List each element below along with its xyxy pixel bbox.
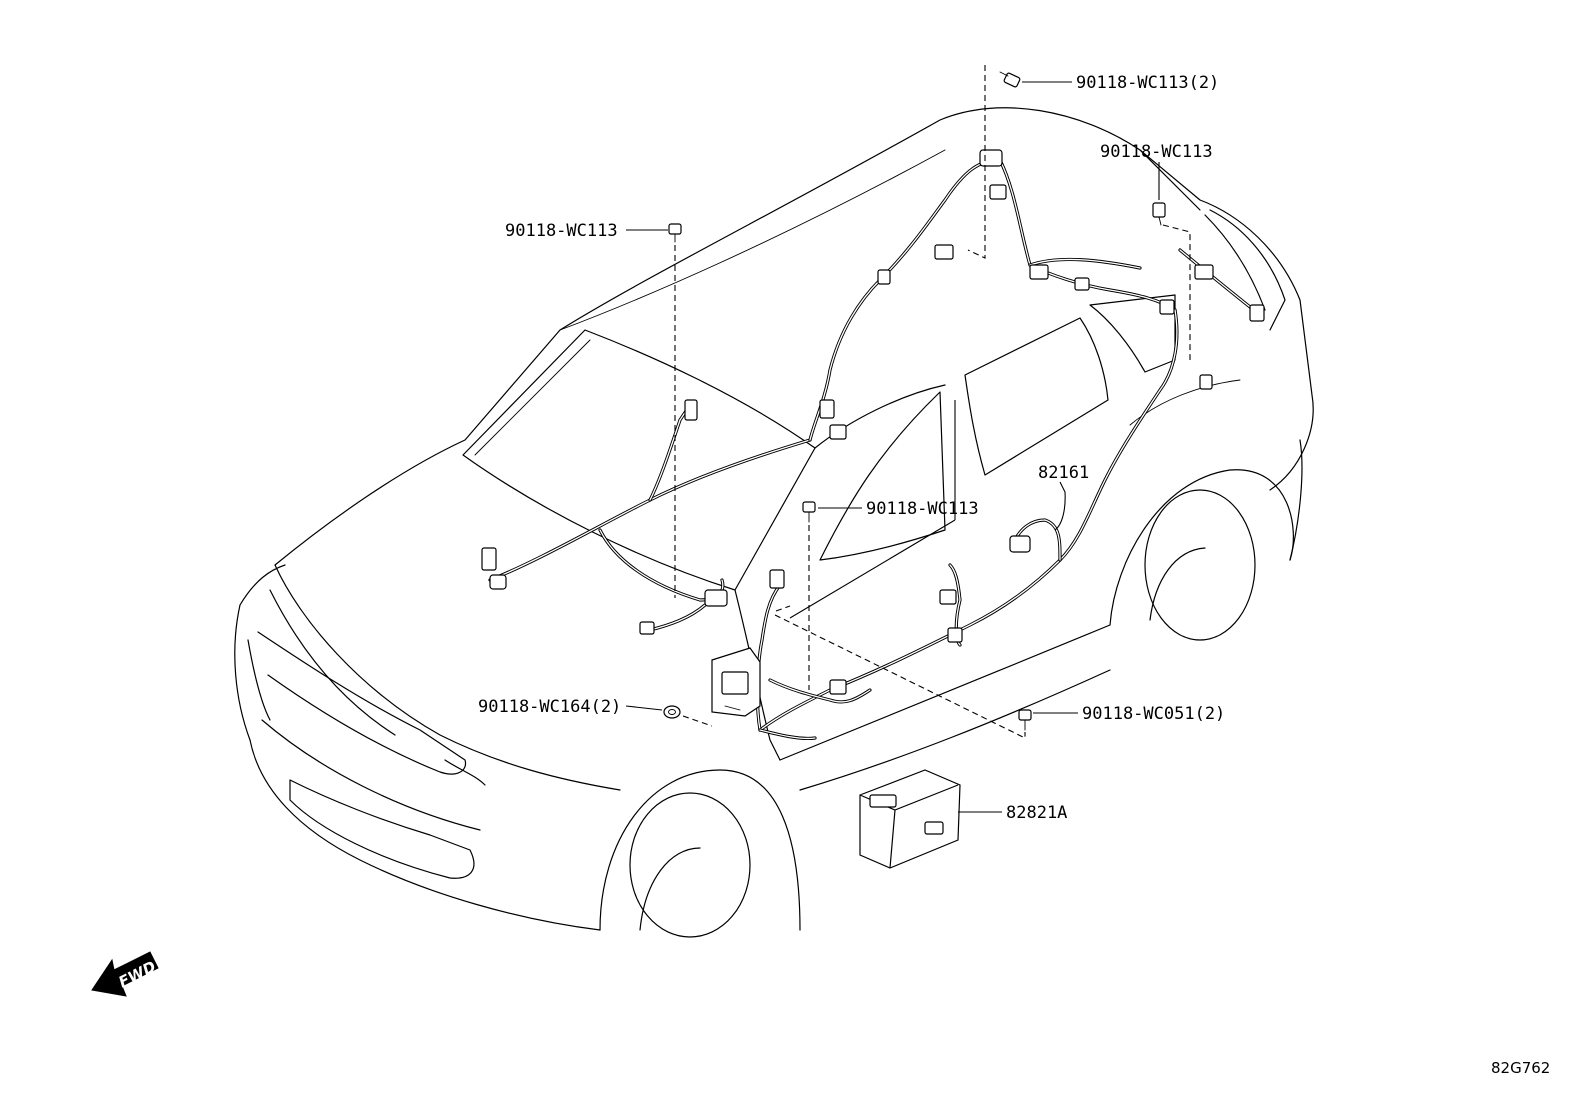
- callout-bolt-windshield: 90118-WC113: [505, 221, 618, 241]
- callout-bolt-rocker: 90118-WC051(2): [1082, 704, 1225, 724]
- bolt-center-icon: [802, 501, 816, 523]
- bolt-windshield-icon: [668, 223, 682, 243]
- callout-bolt-roof-rear: 90118-WC113(2): [1076, 73, 1219, 93]
- junction-block-part: [859, 769, 961, 869]
- callout-harness-floor: 82161: [1038, 463, 1089, 483]
- callout-bolt-center: 90118-WC113: [866, 499, 979, 519]
- leader-lines: [625, 81, 1160, 813]
- bolt-rocker-icon: [1018, 709, 1032, 731]
- assembly-dashed-lines: [674, 65, 1191, 739]
- harness-connectors: [481, 149, 1265, 695]
- callout-junction-block: 82821A: [1006, 803, 1067, 823]
- diagram-code: 82G762: [1491, 1059, 1550, 1077]
- clip-front-icon: [663, 705, 681, 719]
- wire-harness-main: [488, 158, 1262, 741]
- fasteners: [663, 71, 1166, 731]
- vehicle-body-outline: [234, 107, 1314, 938]
- fwd-arrow-icon: FWD: [91, 951, 159, 997]
- callout-clip-front: 90118-WC164(2): [478, 697, 621, 717]
- bolt-rear-hatch-icon: [1152, 202, 1166, 226]
- front-ecu-bracket: [711, 647, 761, 717]
- callout-labels: 90118-WC113(2) 90118-WC113 90118-WC113 9…: [478, 73, 1225, 823]
- bolt-roof-rear-icon: [999, 71, 1021, 88]
- callout-bolt-rear-hatch: 90118-WC113: [1100, 142, 1213, 162]
